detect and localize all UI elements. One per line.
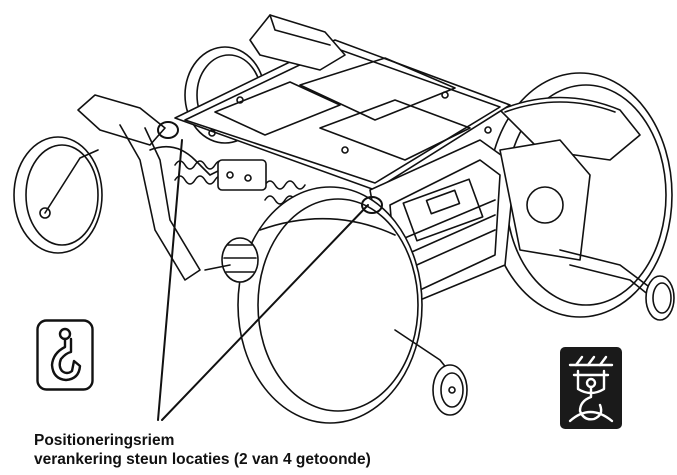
front-anti-tip-wheel — [394, 329, 468, 416]
rear-left-caster-wheel — [13, 136, 103, 254]
drive-gear — [204, 237, 259, 283]
anchor-leader-lines — [157, 121, 383, 421]
upper-left-armrest-bracket — [249, 14, 346, 71]
right-anti-tip-wheel — [645, 275, 675, 321]
anchor-point-left — [157, 121, 179, 139]
left-suspension-arm — [77, 94, 231, 281]
hook-icon — [36, 319, 94, 391]
tie-down-icon — [560, 347, 622, 429]
leader-line-right — [161, 204, 369, 421]
left-drive-wheel — [237, 186, 423, 424]
caption-title: Positioneringsriem — [34, 432, 175, 449]
leader-line-left — [157, 139, 183, 421]
caption-subtitle: verankering steun locaties (2 van 4 geto… — [34, 451, 371, 468]
anchor-point-right — [361, 196, 383, 214]
drive-motor — [499, 139, 661, 301]
suspension-springs — [174, 159, 306, 205]
chassis-top-plate — [174, 39, 511, 191]
